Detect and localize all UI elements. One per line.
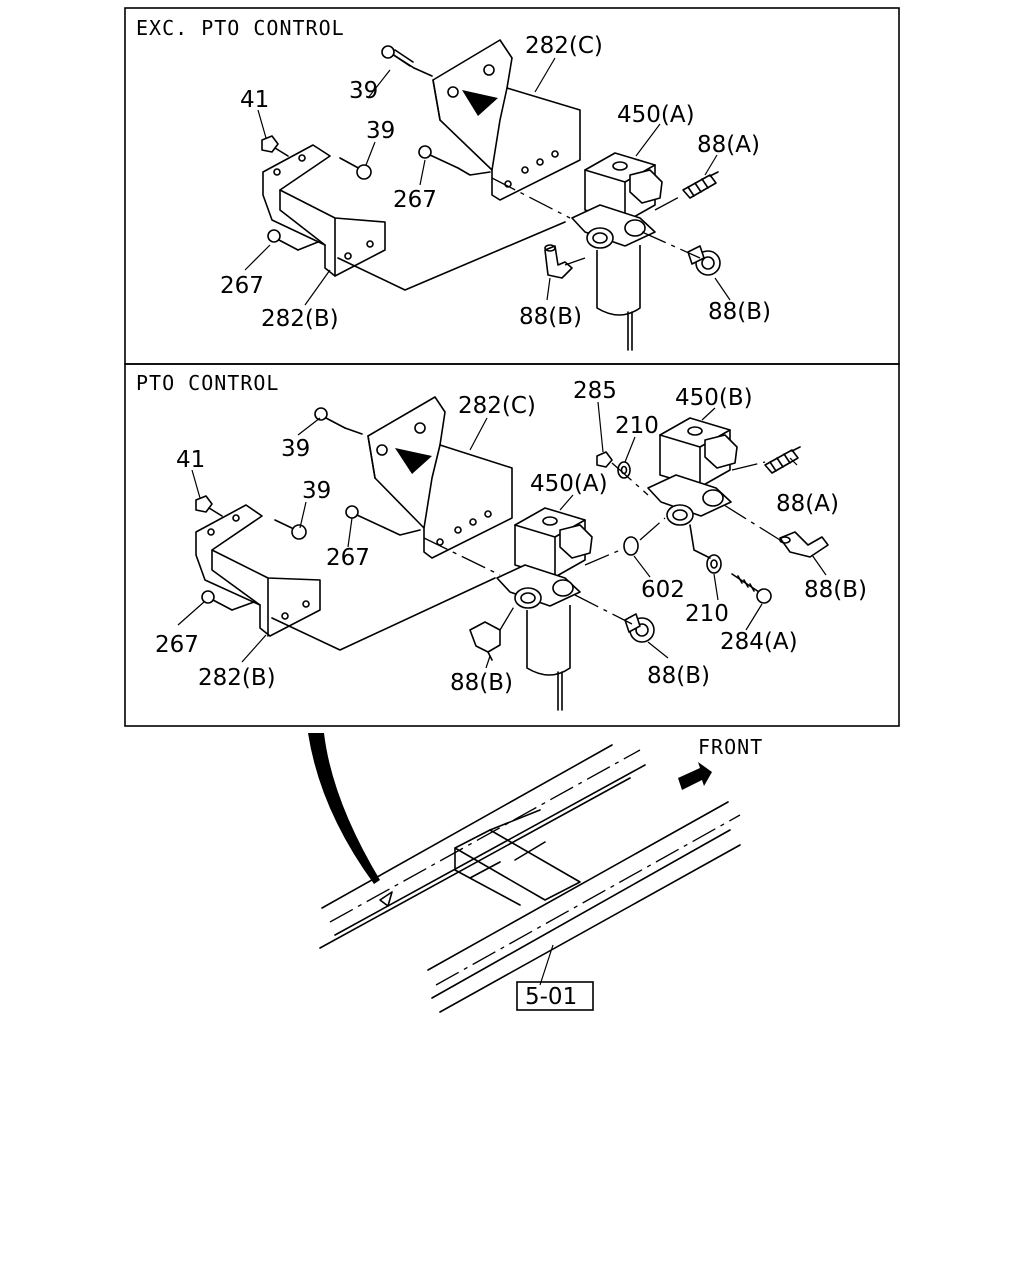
valve-450a-top bbox=[571, 152, 663, 351]
fitting-88b-bottom-left bbox=[469, 621, 501, 661]
washer-285 bbox=[596, 451, 613, 468]
label-88b-bottom-mid: 88(B) bbox=[647, 663, 710, 689]
o-ring-602 bbox=[623, 536, 639, 556]
fitting-88b-top-right bbox=[687, 245, 721, 276]
bolt-267-top-right bbox=[418, 145, 491, 176]
valve-450b bbox=[647, 417, 738, 526]
label-282c-bottom: 282(C) bbox=[458, 393, 536, 419]
label-88b-bottom-right: 88(B) bbox=[804, 577, 867, 603]
label-285: 285 bbox=[573, 378, 617, 404]
label-88a-bottom: 88(A) bbox=[776, 491, 839, 517]
nut-41-top bbox=[261, 135, 289, 157]
label-210-upper: 210 bbox=[615, 413, 659, 439]
label-88b-top-left: 88(B) bbox=[519, 304, 582, 330]
bolt-267-bottom-left bbox=[201, 590, 255, 611]
bracket-282b bbox=[262, 144, 386, 277]
panel-pto-control: PTO CONTROL bbox=[124, 363, 900, 727]
label-39-bottom-lower: 39 bbox=[302, 478, 331, 504]
panel-exc-pto-control: EXC. PTO CONTROL bbox=[124, 7, 900, 365]
bolt-39-top-upper bbox=[381, 45, 415, 69]
label-284a: 284(A) bbox=[720, 629, 798, 655]
front-label: FRONT bbox=[698, 735, 763, 759]
label-88b-top-right: 88(B) bbox=[708, 299, 771, 325]
label-210-lower: 210 bbox=[685, 601, 729, 627]
label-88b-bottom-left: 88(B) bbox=[450, 670, 513, 696]
label-282b-bottom: 282(B) bbox=[198, 665, 276, 691]
label-41-top: 41 bbox=[240, 87, 269, 113]
reference-box bbox=[516, 981, 594, 1011]
bolt-284a bbox=[731, 573, 772, 604]
panel-frame-bottom bbox=[124, 363, 900, 727]
pointer-curve bbox=[308, 733, 380, 884]
label-282b-top: 282(B) bbox=[261, 306, 339, 332]
fitting-88a-top bbox=[682, 171, 719, 199]
label-267-top-left: 267 bbox=[220, 273, 264, 299]
bracket-282b-bottom bbox=[195, 504, 321, 637]
label-267-top-right: 267 bbox=[393, 187, 437, 213]
valve-450a-bottom bbox=[496, 507, 593, 711]
front-arrow-icon bbox=[678, 762, 712, 790]
label-88a-top: 88(A) bbox=[697, 132, 760, 158]
bolt-267-top-left bbox=[267, 229, 319, 251]
chassis-locator: FRONT 5-01 bbox=[308, 733, 763, 1013]
nut-41-bottom bbox=[195, 495, 223, 517]
fitting-88b-top-left bbox=[544, 244, 573, 279]
label-39-top-upper: 39 bbox=[349, 78, 378, 104]
bracket-282c-bottom bbox=[367, 396, 513, 559]
bolt-39-bottom-upper bbox=[314, 407, 363, 435]
label-267-bottom-left: 267 bbox=[155, 632, 199, 658]
label-602: 602 bbox=[641, 577, 685, 603]
fitting-88b-bottom-right bbox=[779, 531, 829, 558]
label-450a-top: 450(A) bbox=[617, 102, 695, 128]
label-267-bottom-right: 267 bbox=[326, 545, 370, 571]
label-39-bottom-upper: 39 bbox=[281, 436, 310, 462]
label-41-bottom: 41 bbox=[176, 447, 205, 473]
label-282c-top: 282(C) bbox=[525, 33, 603, 59]
label-39-top-lower: 39 bbox=[366, 118, 395, 144]
panel-title-top: EXC. PTO CONTROL bbox=[136, 16, 345, 40]
bracket-282c bbox=[432, 39, 581, 201]
label-450b: 450(B) bbox=[675, 385, 753, 411]
fitting-88a-bottom bbox=[764, 446, 801, 474]
panel-title-bottom: PTO CONTROL bbox=[136, 371, 279, 395]
fitting-88b-bottom-mid bbox=[624, 613, 655, 643]
reference-label: 5-01 bbox=[525, 984, 577, 1010]
bolt-39-top-lower bbox=[339, 157, 372, 180]
label-450a-bottom: 450(A) bbox=[530, 471, 608, 497]
bolt-39-bottom-lower bbox=[274, 519, 307, 540]
washer-210-lower bbox=[706, 554, 722, 574]
